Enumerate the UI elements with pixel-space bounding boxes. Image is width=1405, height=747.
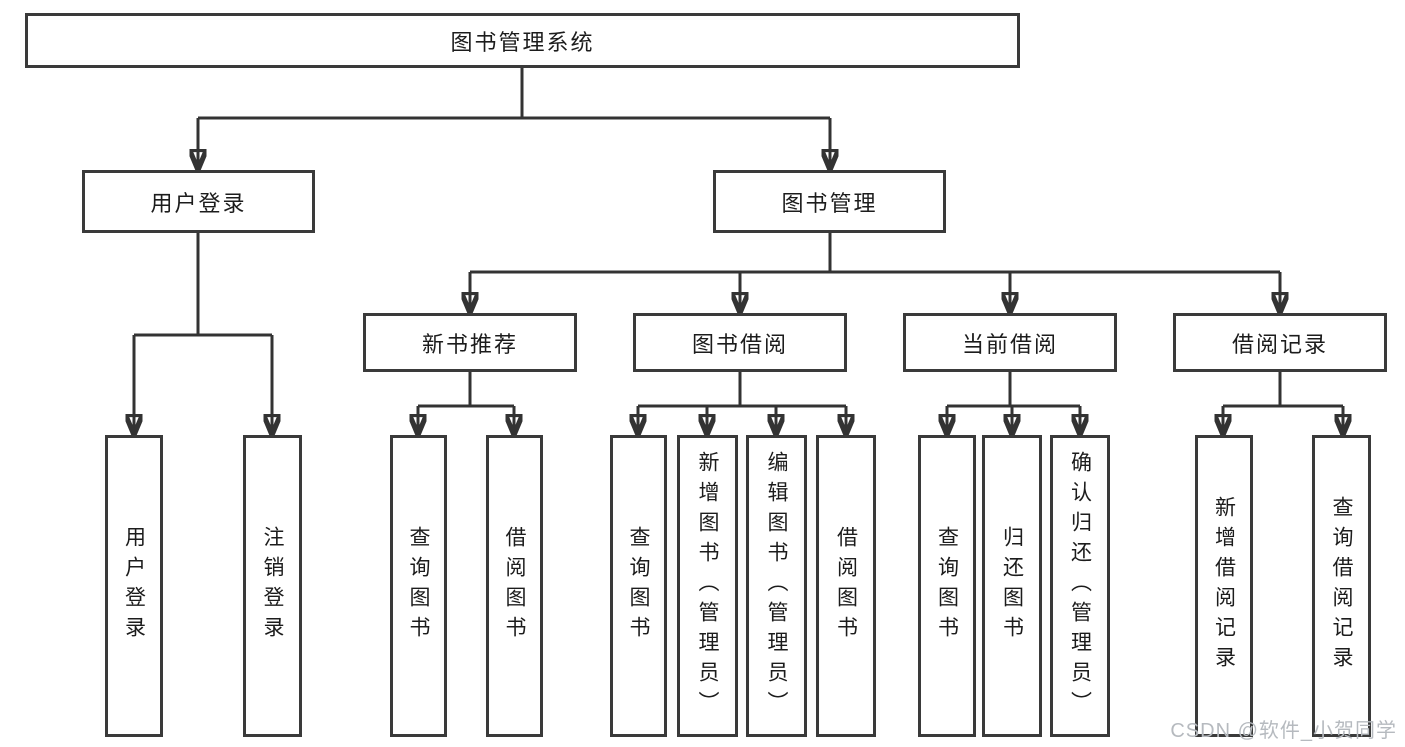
leaf-return-book: 归还图书 (982, 435, 1042, 737)
leaf-logout-login: 注销登录 (243, 435, 302, 737)
node-book-borrow: 图书借阅 (633, 313, 847, 372)
node-user-login: 用户登录 (82, 170, 315, 233)
leaf-query-books-recommend: 查询图书 (390, 435, 447, 737)
leaf-borrow-books-recommend: 借阅图书 (486, 435, 543, 737)
leaf-add-borrow-record: 新增借阅记录 (1195, 435, 1253, 737)
node-borrow-records: 借阅记录 (1173, 313, 1387, 372)
node-root: 图书管理系统 (25, 13, 1020, 68)
node-current-borrow: 当前借阅 (903, 313, 1117, 372)
node-new-book-recommend: 新书推荐 (363, 313, 577, 372)
leaf-query-borrow-record: 查询借阅记录 (1312, 435, 1371, 737)
leaf-user-login: 用户登录 (105, 435, 163, 737)
leaf-confirm-return-admin: 确认归还（管理员） (1050, 435, 1110, 737)
leaf-borrow-books: 借阅图书 (816, 435, 876, 737)
leaf-edit-book-admin: 编辑图书（管理员） (746, 435, 807, 737)
leaf-query-books-borrow: 查询图书 (610, 435, 667, 737)
leaf-add-book-admin: 新增图书（管理员） (677, 435, 738, 737)
leaf-query-books-current: 查询图书 (918, 435, 976, 737)
node-book-management: 图书管理 (713, 170, 946, 233)
